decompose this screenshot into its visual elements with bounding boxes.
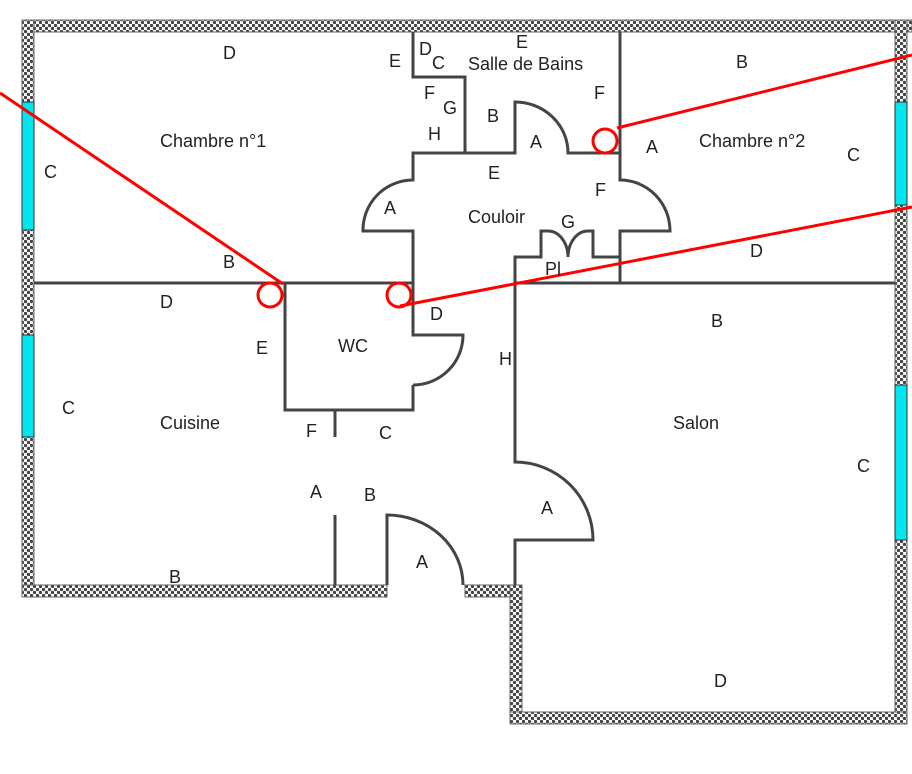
- wall-label: D: [430, 304, 443, 324]
- room-label-couloir: Couloir: [468, 207, 525, 227]
- measure-point: [385, 281, 413, 309]
- wall-label: B: [169, 567, 181, 587]
- window: [21, 101, 35, 231]
- wall-label: A: [646, 137, 658, 157]
- room-label-salon: Salon: [673, 413, 719, 433]
- interior-walls: [34, 32, 895, 586]
- wall-label: C: [847, 145, 860, 165]
- wall-label: G: [561, 212, 575, 232]
- wall-label: B: [736, 52, 748, 72]
- wall-label: F: [424, 83, 435, 103]
- room-label-placard: Pl: [545, 259, 561, 279]
- wall-label: C: [62, 398, 75, 418]
- room-label-salle-de-bains: Salle de Bains: [468, 54, 583, 74]
- window: [21, 334, 35, 438]
- measure-point: [256, 281, 284, 309]
- wall-label: E: [516, 32, 528, 52]
- window: [894, 101, 908, 206]
- wall-label: G: [443, 98, 457, 118]
- wall-label: F: [595, 180, 606, 200]
- wall-label: B: [364, 485, 376, 505]
- window: [894, 384, 908, 541]
- wall-label: D: [160, 292, 173, 312]
- wall-label: H: [428, 124, 441, 144]
- room-label-chambre1: Chambre n°1: [160, 131, 266, 151]
- wall-label: B: [223, 252, 235, 272]
- wall-label: F: [306, 421, 317, 441]
- wall-label: F: [594, 83, 605, 103]
- wall-label: B: [711, 311, 723, 331]
- wall-label: E: [488, 163, 500, 183]
- windows: [21, 101, 908, 541]
- wall-label: B: [487, 106, 499, 126]
- wall-label: C: [44, 162, 57, 182]
- room-label-wc: WC: [338, 336, 368, 356]
- wall-label: E: [389, 51, 401, 71]
- room-labels: Chambre n°1 Chambre n°2 Salle de Bains C…: [160, 54, 805, 433]
- wall-label: D: [419, 39, 432, 59]
- wall-label: D: [714, 671, 727, 691]
- exterior-walls: [21, 19, 912, 725]
- wall-label: A: [310, 482, 322, 502]
- wall-label: D: [223, 43, 236, 63]
- wall-label: C: [379, 423, 392, 443]
- measurement-lines: [0, 53, 912, 309]
- room-label-cuisine: Cuisine: [160, 413, 220, 433]
- room-label-chambre2: Chambre n°2: [699, 131, 805, 151]
- wall-label: A: [541, 498, 553, 518]
- wall-label: C: [432, 53, 445, 73]
- wall-label: A: [530, 132, 542, 152]
- wall-label: H: [499, 349, 512, 369]
- measure-point: [591, 127, 619, 155]
- wall-label: E: [256, 338, 268, 358]
- wall-label: A: [384, 198, 396, 218]
- wall-label: D: [750, 241, 763, 261]
- wall-label: A: [416, 552, 428, 572]
- wall-labels: D C B E D C E F G H B A F E A F A G B D …: [44, 32, 870, 691]
- wall-label: C: [857, 456, 870, 476]
